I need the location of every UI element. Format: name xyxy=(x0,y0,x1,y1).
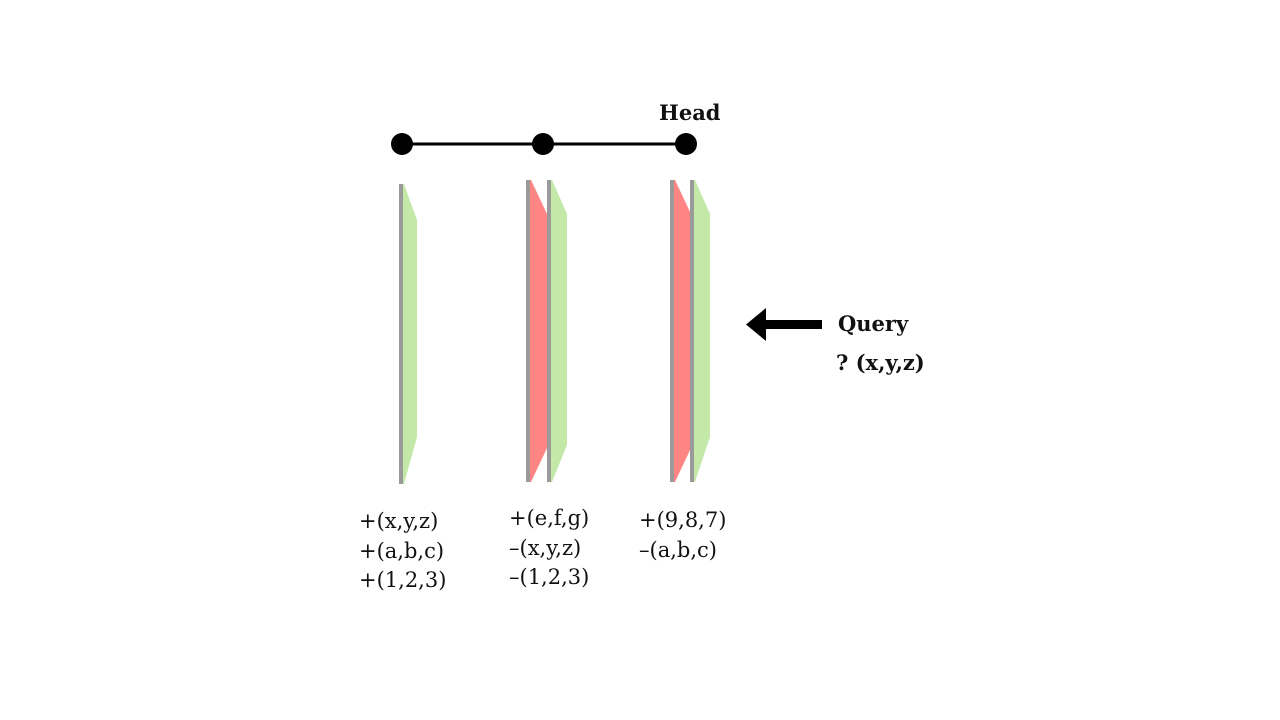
query-arrow-icon xyxy=(746,308,822,341)
version-1-operations: +(e,f,g) –(x,y,z) –(1,2,3) xyxy=(509,504,589,593)
version-1-planes xyxy=(526,180,567,482)
version-0-planes xyxy=(399,184,417,484)
operation-item: +(a,b,c) xyxy=(359,538,445,563)
addition-plane xyxy=(399,184,417,484)
addition-plane-edge xyxy=(547,180,551,482)
version-0-operations: +(x,y,z) +(a,b,c) +(1,2,3) xyxy=(359,507,446,596)
operation-item: +(1,2,3) xyxy=(359,568,447,592)
version-2-planes xyxy=(670,180,710,482)
addition-plane xyxy=(547,180,567,482)
deletion-plane xyxy=(526,180,547,482)
operation-item: –(1,2,3) xyxy=(509,565,590,589)
head-label: Head xyxy=(659,100,721,125)
deletion-plane-edge xyxy=(526,180,530,482)
version-node-head xyxy=(675,133,697,155)
operation-item: +(9,8,7) xyxy=(639,508,727,532)
addition-plane-edge xyxy=(399,184,403,484)
deletion-plane-edge xyxy=(670,180,674,482)
deletion-plane xyxy=(670,180,691,482)
operation-item: –(a,b,c) xyxy=(639,537,717,562)
operation-item: +(e,f,g) xyxy=(509,506,590,530)
version-node-1 xyxy=(532,133,554,155)
addition-plane xyxy=(690,180,710,482)
version-2-operations: +(9,8,7) –(a,b,c) xyxy=(639,506,726,565)
query-title: Query xyxy=(838,311,909,336)
version-node-0 xyxy=(391,133,413,155)
addition-plane-edge xyxy=(690,180,694,482)
operation-item: –(x,y,z) xyxy=(509,535,582,560)
operation-item: +(x,y,z) xyxy=(359,509,439,533)
query-value: ? (x,y,z) xyxy=(836,350,925,375)
